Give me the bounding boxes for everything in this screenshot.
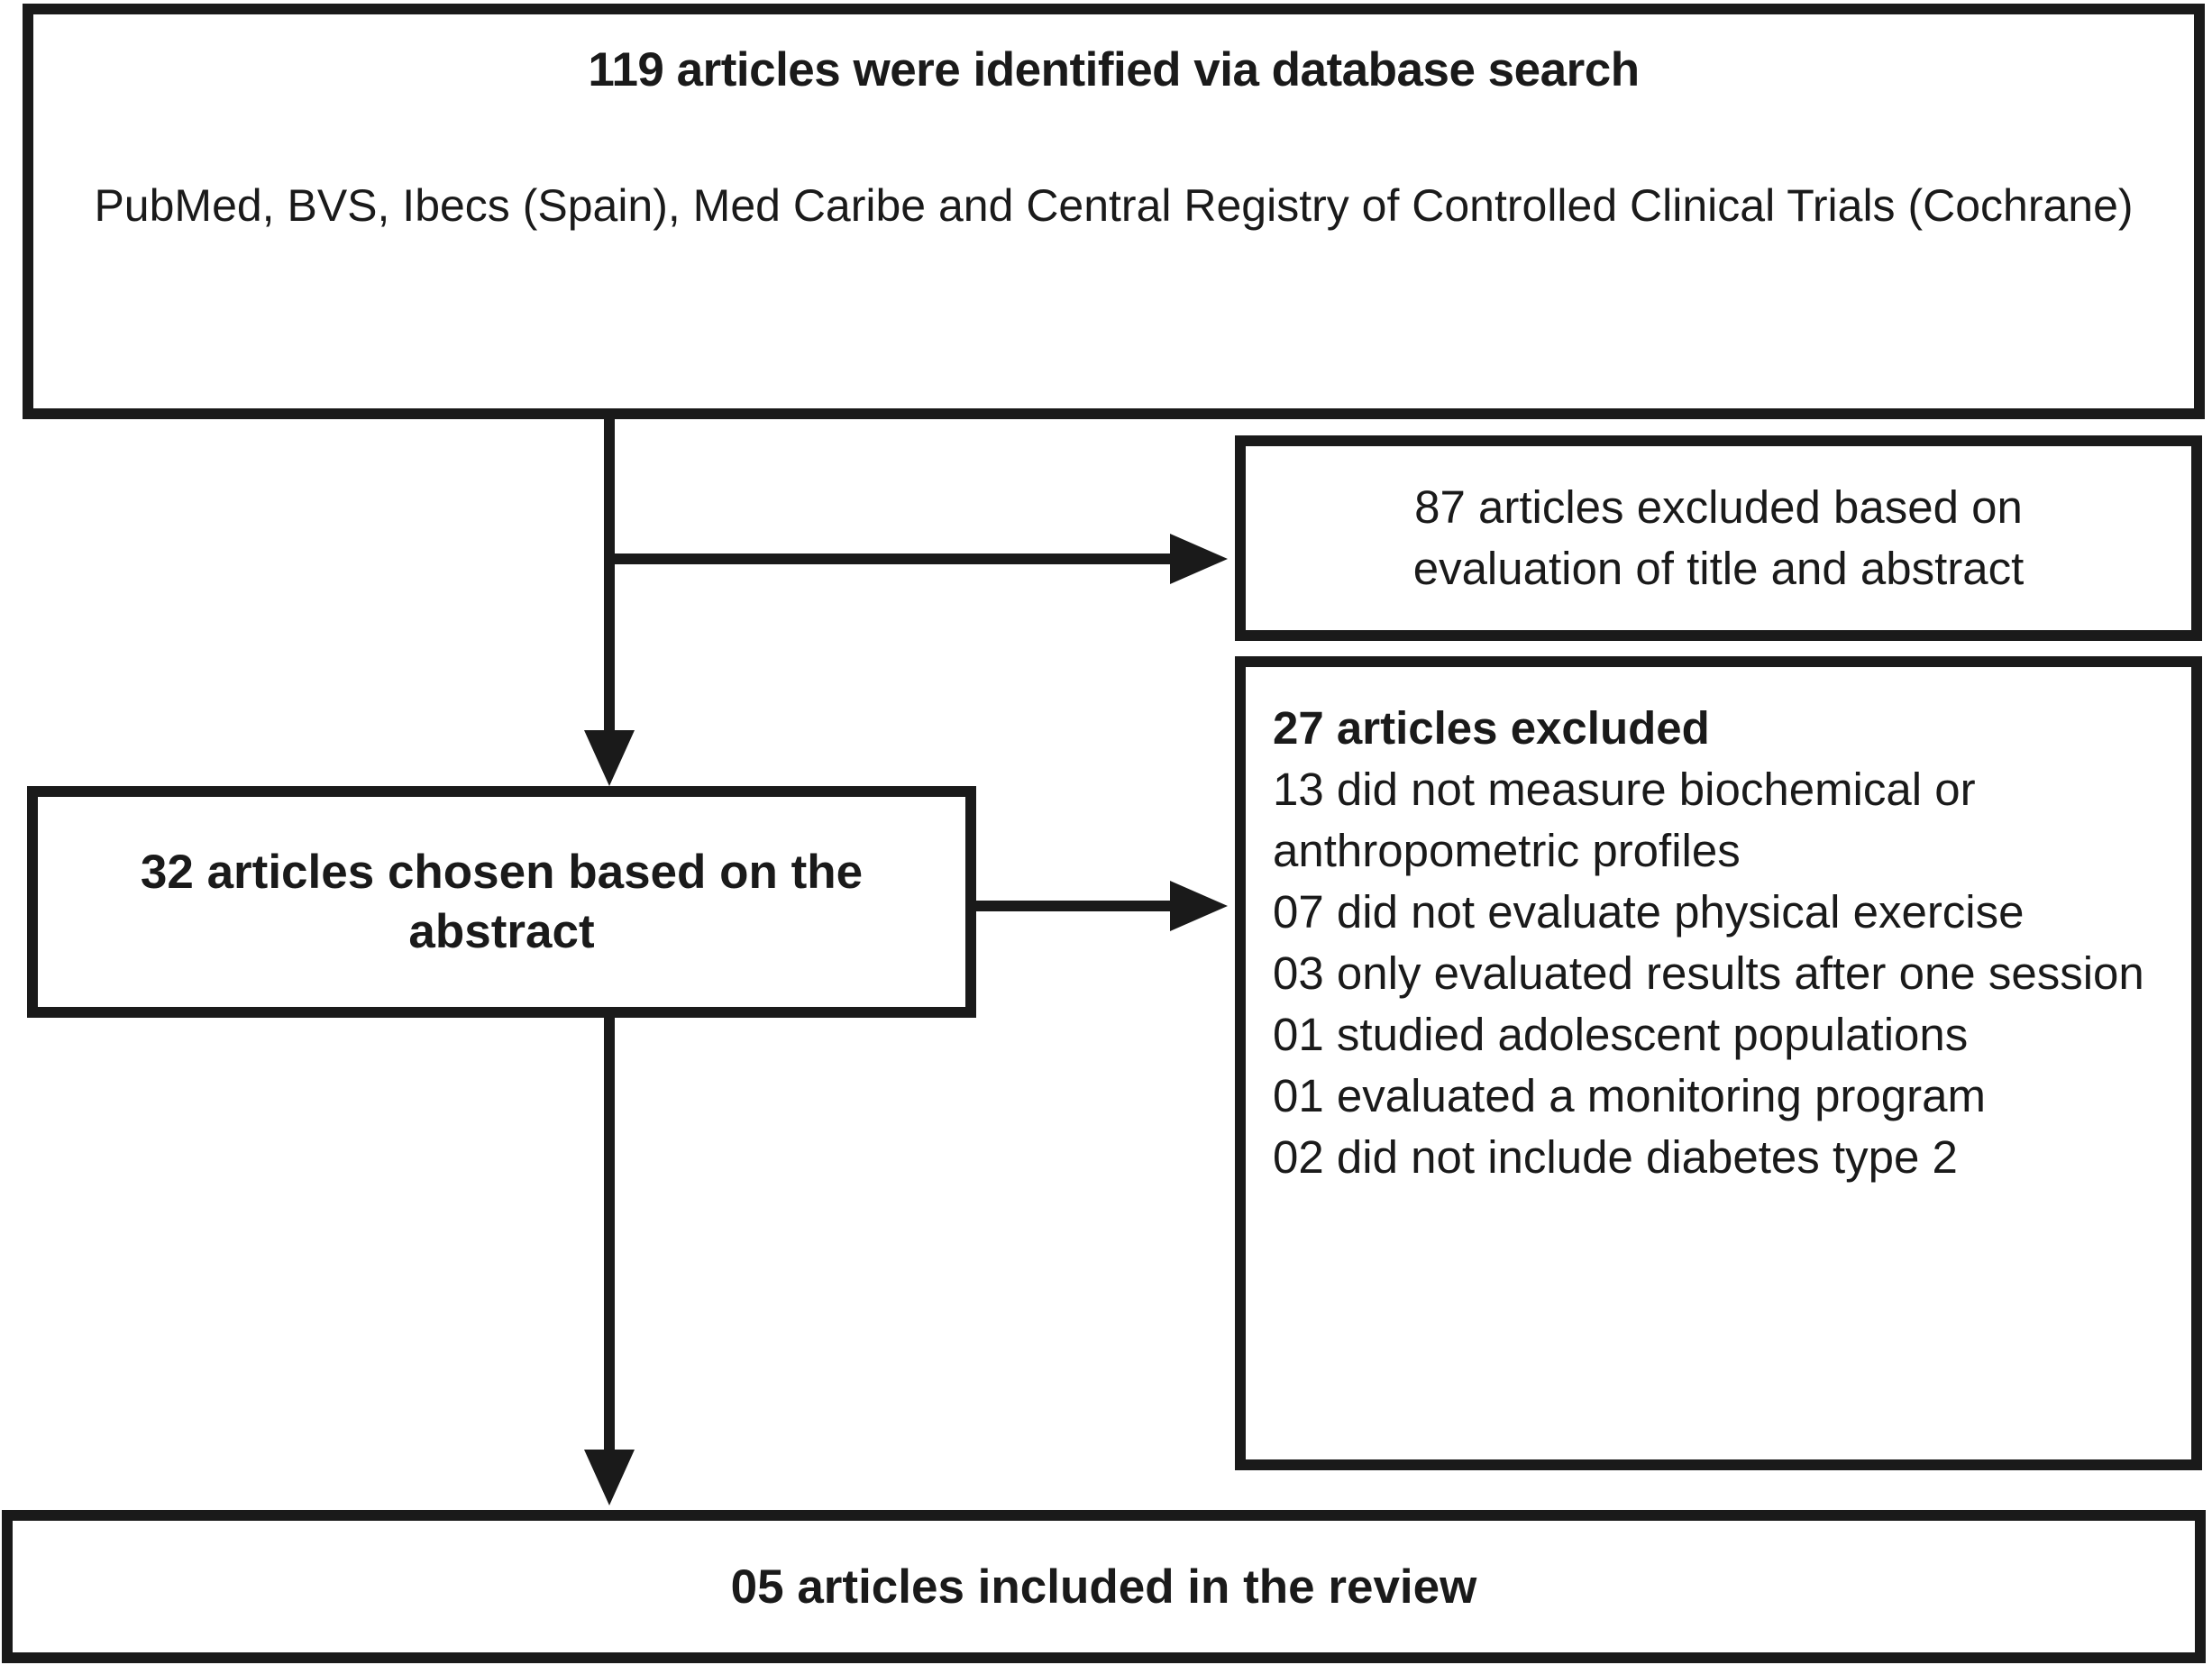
fulltext-exclusion-heading: 27 articles excluded [1273, 702, 1710, 754]
inclusion-box: 05 articles included in the review [2, 1510, 2206, 1663]
abstract-selection-box: 32 articles chosen based on the abstract [27, 786, 976, 1018]
arrowhead-down-icon [584, 1450, 635, 1505]
arrow-identification-to-chosen-line [604, 418, 615, 732]
exclusion-reason-item: 13 did not measure biochemical or anthro… [1273, 764, 1976, 876]
exclusion-reason-item: 03 only evaluated results after one sess… [1273, 947, 2144, 999]
title-abstract-exclusion-box: 87 articles excluded based on evaluation… [1235, 435, 2202, 641]
arrowhead-down-icon [584, 730, 635, 786]
identification-title: 119 articles were identified via databas… [588, 43, 1640, 96]
arrow-chosen-to-included-line [604, 1015, 615, 1450]
arrow-branch-title-exclusion-line [609, 553, 1172, 564]
exclusion-reason-item: 01 evaluated a monitoring program [1273, 1070, 1986, 1121]
exclusion-reason-item: 02 did not include diabetes type 2 [1273, 1131, 1958, 1183]
exclusion-reason-item: 07 did not evaluate physical exercise [1273, 886, 2025, 938]
identification-databases: PubMed, BVS, Ibecs (Spain), Med Caribe a… [94, 180, 2134, 231]
exclusion-reason-item: 01 studied adolescent populations [1273, 1009, 1969, 1060]
fulltext-exclusion-box: 27 articles excluded 13 did not measure … [1235, 656, 2202, 1470]
title-abstract-exclusion-text: 87 articles excluded based on evaluation… [1412, 481, 2025, 594]
arrowhead-right-icon [1170, 534, 1228, 584]
arrowhead-right-icon [1170, 881, 1228, 931]
arrow-branch-fulltext-exclusion-line [975, 901, 1172, 911]
identification-box: 119 articles were identified via databas… [23, 4, 2205, 419]
abstract-selection-text: 32 articles chosen based on the abstract [140, 845, 864, 958]
inclusion-text: 05 articles included in the review [730, 1560, 1477, 1614]
